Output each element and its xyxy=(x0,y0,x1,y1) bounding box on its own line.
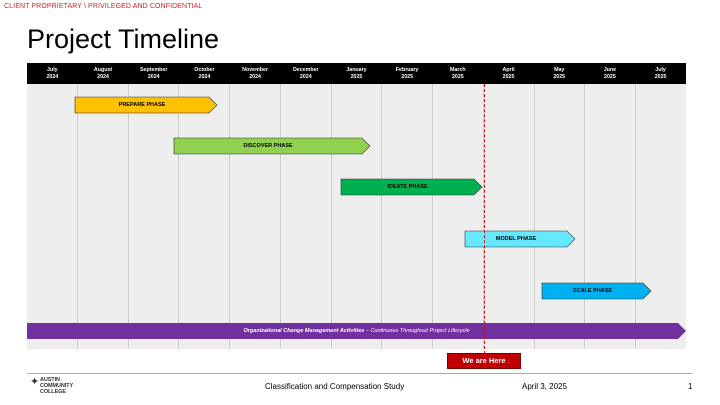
month-year: 2024 xyxy=(249,73,261,80)
month-year: 2024 xyxy=(46,73,59,80)
grid-column xyxy=(332,84,383,349)
ocm-label: Organizational Change Management Activit… xyxy=(27,323,686,339)
phase-arrow xyxy=(74,96,218,114)
month-year: 2024 xyxy=(299,73,312,80)
phase-label: IDEATE PHASE xyxy=(387,184,428,190)
month-name: May xyxy=(554,67,565,73)
month-name: July xyxy=(47,67,58,73)
confidential-banner: CLIENT PROPRIETARY \ PRIVILEGED AND CONF… xyxy=(4,3,203,10)
grid-column xyxy=(281,84,332,349)
phase-arrow xyxy=(541,282,652,300)
we-are-here-badge: We are Here xyxy=(447,353,521,369)
month-year: 2025 xyxy=(451,73,464,80)
ocm-label-bold: Organizational Change Management Activit… xyxy=(243,328,365,334)
month-name: January xyxy=(346,67,367,73)
month-year: 2025 xyxy=(553,73,566,80)
logo-line: COLLEGE xyxy=(40,389,66,395)
month-year: 2025 xyxy=(350,73,363,80)
logo-text: AUSTIN COMMUNITY COLLEGE xyxy=(40,377,73,395)
phase-label: PREPARE PHASE xyxy=(118,102,166,108)
page-number: 1 xyxy=(688,382,693,391)
ocm-arrow xyxy=(27,323,686,339)
grid-column xyxy=(27,84,78,349)
page-title: Project Timeline xyxy=(27,24,220,54)
grid-column xyxy=(179,84,231,349)
phase-arrow xyxy=(340,178,483,196)
grid-column xyxy=(382,84,434,349)
scale-phase-bar: SCALE PHASE xyxy=(541,282,652,300)
grid-column xyxy=(129,84,180,349)
month-name: February xyxy=(395,67,419,73)
month-year: 2025 xyxy=(401,73,414,80)
phase-arrow xyxy=(464,230,576,248)
month-name: June xyxy=(603,67,617,73)
month-name: April xyxy=(502,67,515,73)
footer-divider xyxy=(27,373,692,374)
phase-label: SCALE PHASE xyxy=(572,288,613,294)
month-name: October xyxy=(194,67,215,73)
footer-study-title: Classification and Compensation Study xyxy=(265,382,405,391)
month-year: 2025 xyxy=(604,73,616,80)
month-name: September xyxy=(140,67,168,73)
month-year: 2025 xyxy=(654,73,667,80)
month-year: 2024 xyxy=(97,73,109,80)
footer-date: April 3, 2025 xyxy=(522,382,567,391)
grid-column xyxy=(230,84,281,349)
month-year: 2024 xyxy=(147,73,160,80)
grid-column xyxy=(585,84,637,349)
month-name: December xyxy=(292,67,319,73)
model-phase-bar: MODEL PHASE xyxy=(464,230,576,248)
timeline-grid xyxy=(27,84,686,349)
grid-column xyxy=(535,84,586,349)
ocm-activities-bar: Organizational Change Management Activit… xyxy=(27,323,686,339)
grid-column xyxy=(484,84,535,349)
grid-column xyxy=(78,84,129,349)
month-year: 2025 xyxy=(502,73,515,80)
month-name: July xyxy=(655,67,666,73)
month-year: 2024 xyxy=(198,73,211,80)
logo-line: AUSTIN xyxy=(40,377,60,383)
current-date-marker-line xyxy=(484,84,485,354)
logo-line: COMMUNITY xyxy=(40,383,74,389)
ideate-phase-bar: IDEATE PHASE xyxy=(340,178,483,196)
month-name: August xyxy=(93,67,113,73)
logo-star-icon: ✦ xyxy=(30,376,40,388)
phase-label: MODEL PHASE xyxy=(495,236,537,242)
ocm-label-rest: – Continuous Throughout Project Lifecycl… xyxy=(364,328,470,334)
discover-phase-bar: DISCOVER PHASE xyxy=(173,137,371,155)
prepare-phase-bar: PREPARE PHASE xyxy=(74,96,218,114)
college-logo: ✦ AUSTIN COMMUNITY COLLEGE xyxy=(30,375,73,399)
phase-arrow xyxy=(173,137,371,155)
phase-label: DISCOVER PHASE xyxy=(243,143,293,149)
month-name: March xyxy=(450,67,466,73)
grid-column xyxy=(636,84,686,349)
month-name: November xyxy=(242,67,269,73)
grid-column xyxy=(433,84,484,349)
